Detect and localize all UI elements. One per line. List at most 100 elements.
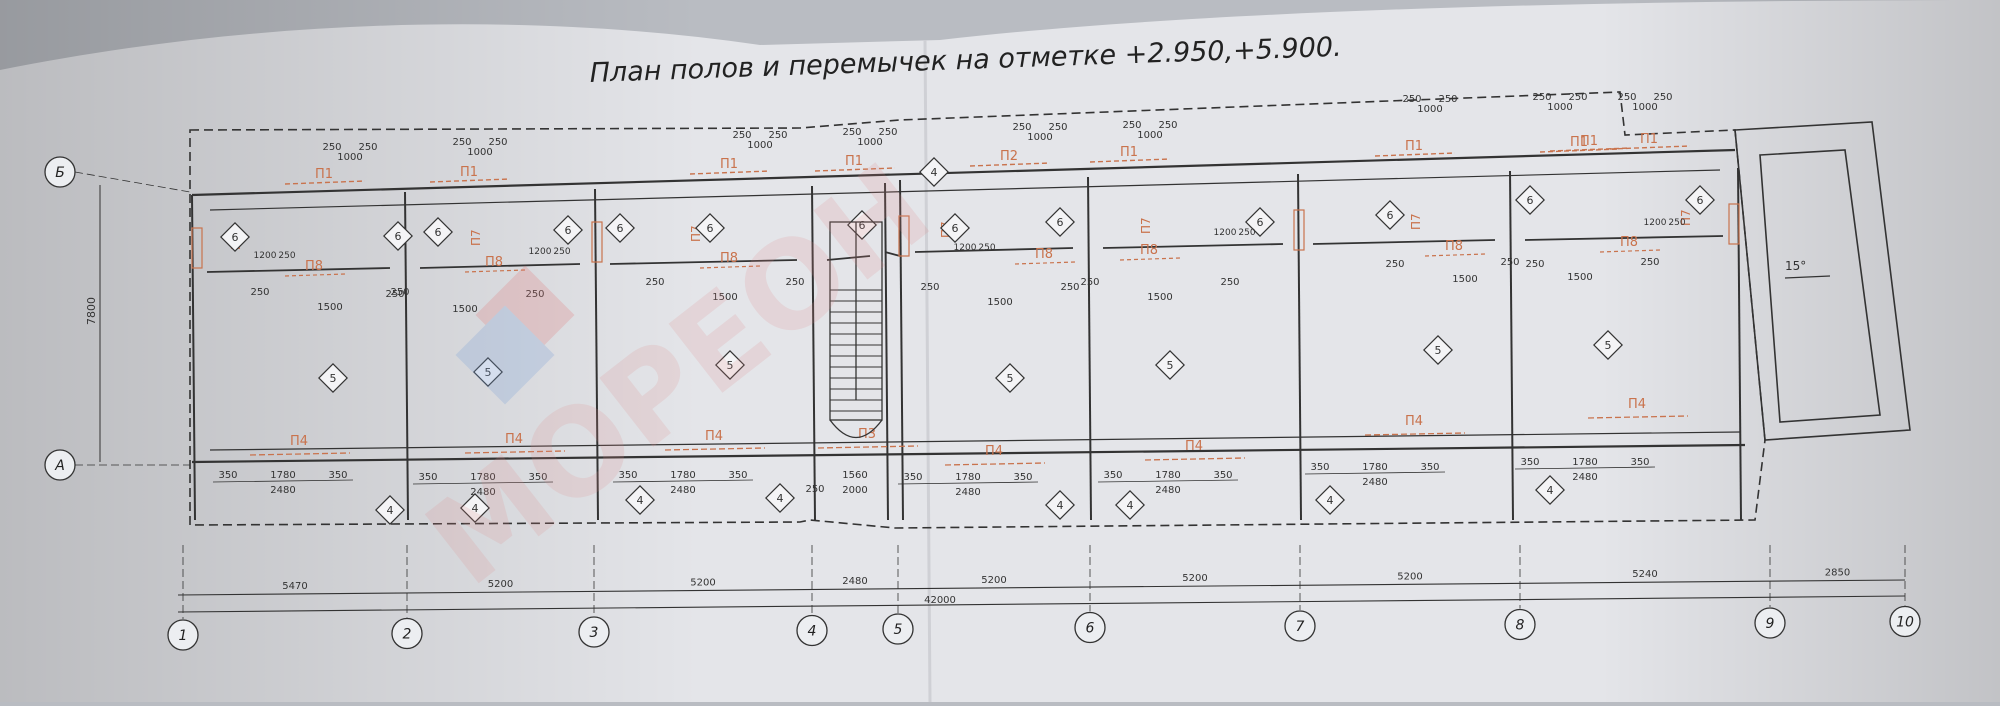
lintel-label-bottom: П4 bbox=[505, 432, 523, 447]
bath-floor-mark-label: 6 bbox=[859, 219, 866, 232]
loggia-floor-mark-diamond bbox=[625, 485, 655, 515]
top-dim-250: 250 bbox=[1568, 92, 1587, 103]
stair-steps bbox=[830, 289, 882, 412]
window-dim-250: 250 bbox=[785, 277, 804, 288]
lintel-label-mid: П8 bbox=[720, 251, 738, 266]
opening-marker bbox=[898, 215, 910, 257]
lintel-label-top: П1 bbox=[845, 154, 863, 169]
loggia-floor-mark-diamond bbox=[375, 495, 405, 525]
axis-circle bbox=[578, 616, 610, 648]
window-dim-1500: 1500 bbox=[317, 302, 342, 313]
cross-wall bbox=[404, 191, 409, 521]
bath-floor-mark-label: 6 bbox=[395, 230, 402, 243]
axis-number-label: 9 bbox=[1766, 616, 1775, 632]
bath-dim-250: 250 bbox=[978, 243, 995, 253]
bath-floor-mark-diamond bbox=[695, 213, 725, 243]
top-dim-1000: 1000 bbox=[747, 140, 772, 151]
lintel-line bbox=[429, 178, 511, 183]
bath-floor-mark-diamond bbox=[1245, 207, 1275, 237]
vertical-dim-7800: 7800 bbox=[85, 297, 98, 325]
lintel-label-top: П2 bbox=[1000, 149, 1018, 164]
window-dim-1500: 1500 bbox=[712, 292, 737, 303]
top-dim-250: 250 bbox=[322, 142, 341, 153]
lintel-line bbox=[664, 447, 766, 451]
lintel-line bbox=[1424, 253, 1486, 257]
dim-line bbox=[1514, 466, 1656, 470]
bath-partition bbox=[826, 255, 871, 261]
wall-inner-a bbox=[209, 431, 1741, 451]
lintel-label-top: П1 bbox=[1640, 132, 1658, 147]
lintel-line bbox=[944, 462, 1046, 466]
bottom-dim-2480: 2480 bbox=[1155, 485, 1180, 496]
lintel-label-mid: П8 bbox=[1445, 239, 1463, 254]
window-dim-250: 250 bbox=[1525, 259, 1544, 270]
room-floor-mark-diamond bbox=[715, 350, 745, 380]
wall-inner-b bbox=[209, 169, 1721, 211]
loggia-floor-mark-label: 4 bbox=[1127, 499, 1134, 512]
room-floor-mark-label: 5 bbox=[727, 359, 734, 372]
lintel-line bbox=[1089, 158, 1171, 163]
bath-partition bbox=[884, 251, 901, 257]
cross-wall bbox=[1087, 176, 1092, 521]
bottom-dim-350: 350 bbox=[728, 470, 747, 481]
window-dim-250: 250 bbox=[1385, 259, 1404, 270]
top-dim-1000: 1000 bbox=[337, 152, 362, 163]
lintel-line bbox=[249, 452, 351, 456]
axis-circle bbox=[796, 614, 828, 647]
dim-line bbox=[1097, 479, 1239, 483]
lintel-label-bottom: П4 bbox=[705, 429, 723, 444]
dim-line bbox=[1304, 471, 1446, 475]
axis-number-label: 10 bbox=[1896, 615, 1914, 631]
lintel-line bbox=[969, 162, 1051, 167]
bath-partition bbox=[1524, 235, 1724, 241]
bottom-dim-350: 350 bbox=[218, 470, 237, 481]
top-dim-250: 250 bbox=[488, 137, 507, 148]
bath-floor-mark-label: 6 bbox=[617, 222, 624, 235]
lintel-label-mid: П8 bbox=[305, 259, 323, 274]
bath-floor-mark-diamond bbox=[1045, 207, 1075, 237]
bath-floor-mark-label: 6 bbox=[1257, 216, 1264, 229]
bottom-dim-2480: 2480 bbox=[270, 485, 295, 496]
lintel-line bbox=[284, 273, 346, 277]
axis-circle bbox=[882, 613, 914, 645]
top-dim-250: 250 bbox=[1438, 94, 1457, 105]
walls bbox=[191, 148, 1746, 521]
bath-floor-mark-label: 6 bbox=[1527, 194, 1534, 207]
window-dim-250: 250 bbox=[1080, 277, 1099, 288]
bath-floor-mark-label: 6 bbox=[565, 224, 572, 237]
top-dim-250: 250 bbox=[1402, 94, 1421, 105]
top-dim-250: 250 bbox=[1012, 122, 1031, 133]
lintel-line bbox=[1119, 257, 1181, 261]
span-dim: 5200 bbox=[981, 575, 1006, 586]
window-dim-1500: 1500 bbox=[452, 304, 477, 315]
top-dim-250: 250 bbox=[1617, 92, 1636, 103]
bath-floor-mark-label: 6 bbox=[707, 222, 714, 235]
bath-dim-250: 250 bbox=[278, 251, 295, 261]
loggia-floor-mark-label: 4 bbox=[472, 502, 479, 515]
lintel-label-top: П1 bbox=[1120, 145, 1138, 160]
window-dim-250: 250 bbox=[525, 289, 544, 300]
bath-dim-1200: 1200 bbox=[1214, 228, 1237, 238]
axis-circle bbox=[1889, 605, 1921, 638]
room-floor-mark-diamond bbox=[473, 357, 503, 387]
bottom-dim-1780: 1780 bbox=[955, 472, 980, 483]
cross-wall bbox=[594, 188, 599, 521]
bottom-dim-2480: 2480 bbox=[670, 485, 695, 496]
lintel-label-mid: П8 bbox=[1620, 235, 1638, 250]
lintel-line bbox=[699, 265, 761, 269]
bath-partition bbox=[1312, 239, 1496, 245]
bath-dim-250: 250 bbox=[1238, 228, 1255, 238]
lintel-label-top: П1 bbox=[720, 157, 738, 172]
bottom-dim-350: 350 bbox=[903, 472, 922, 483]
loggia-floor-mark-label: 4 bbox=[1547, 484, 1554, 497]
axis-letter-label: Б bbox=[55, 165, 65, 181]
loggia-floor-mark-label: 4 bbox=[931, 166, 938, 179]
opening-marker bbox=[191, 227, 203, 269]
stair-dim-2000: 2000 bbox=[842, 485, 867, 496]
bottom-dim-1780: 1780 bbox=[1362, 462, 1387, 473]
bottom-dim-350: 350 bbox=[1013, 472, 1032, 483]
lintel-label-top: П1 bbox=[1570, 135, 1588, 150]
axis-number-label: 1 bbox=[179, 628, 188, 644]
